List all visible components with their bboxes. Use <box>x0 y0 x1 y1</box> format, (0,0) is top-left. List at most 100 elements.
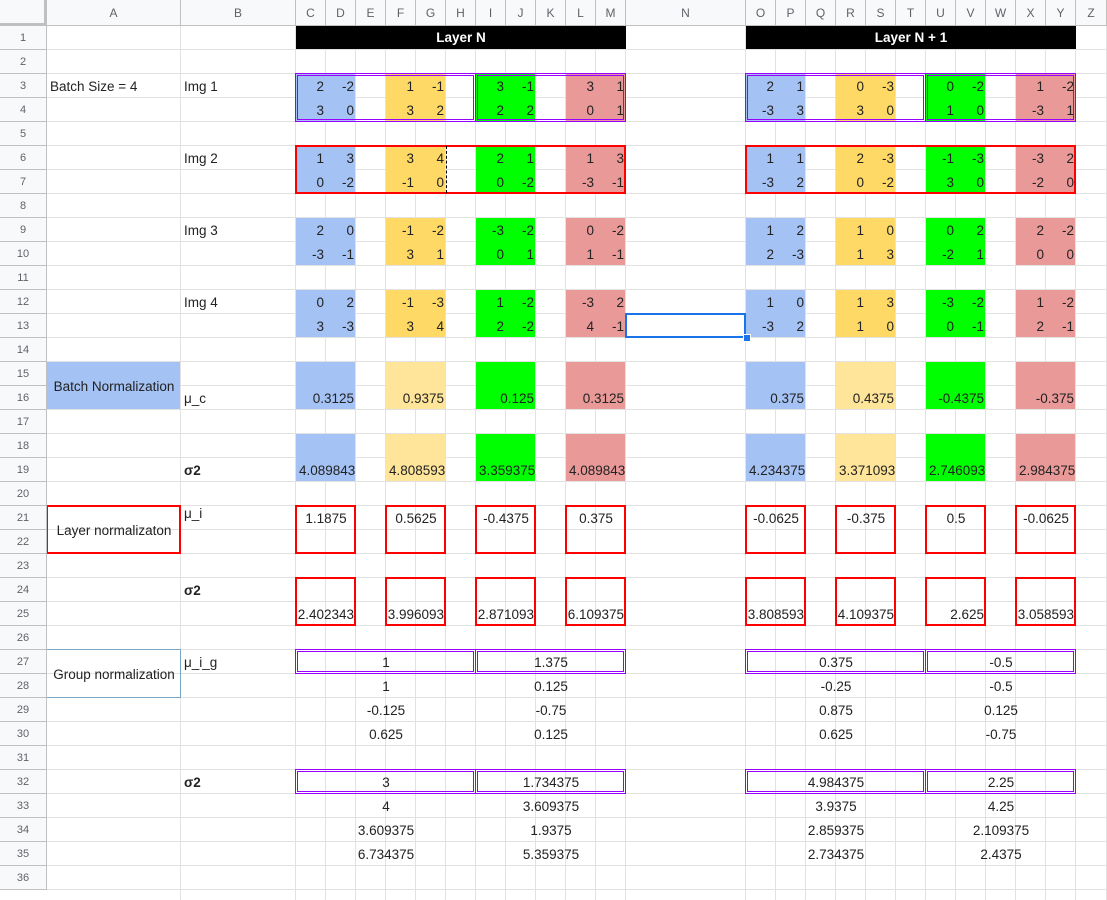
matrix-cell[interactable]: -2 <box>431 222 444 238</box>
batch-norm-mu-value[interactable]: 0.9375 <box>402 390 444 406</box>
layer-norm-sigma-value[interactable]: 6.109375 <box>567 606 624 622</box>
matrix-cell[interactable]: 2 <box>316 78 324 94</box>
column-header-K[interactable]: K <box>536 0 566 26</box>
row-header-35[interactable]: 35 <box>0 842 47 866</box>
row-header-19[interactable]: 19 <box>0 458 47 482</box>
matrix-cell[interactable]: -1 <box>521 78 534 94</box>
row-header-5[interactable]: 5 <box>0 122 47 146</box>
batch-norm-sigma-value[interactable]: 2.984375 <box>1019 462 1076 478</box>
matrix-cell[interactable]: -2 <box>941 246 954 262</box>
matrix-cell[interactable]: 2 <box>496 102 504 118</box>
batch-norm-mu-value[interactable]: -0.375 <box>1035 390 1074 406</box>
matrix-cell[interactable]: 0 <box>796 294 804 310</box>
matrix-cell[interactable]: 4 <box>436 318 444 334</box>
sigma2-label[interactable]: σ2 <box>184 462 201 478</box>
column-header-B[interactable]: B <box>181 0 296 26</box>
matrix-cell[interactable]: 2 <box>766 246 774 262</box>
group-mu-value[interactable]: 0.125 <box>984 702 1018 718</box>
matrix-cell[interactable]: 2 <box>526 102 534 118</box>
column-header-Z[interactable]: Z <box>1076 0 1107 26</box>
batch-norm-sigma-value[interactable]: 3.371093 <box>839 462 896 478</box>
matrix-cell[interactable]: 2 <box>766 78 774 94</box>
layer-norm-mu-value[interactable]: 0.5625 <box>395 510 437 526</box>
batch-norm-sigma-value[interactable]: 2.746093 <box>929 462 986 478</box>
row-header-3[interactable]: 3 <box>0 74 47 98</box>
matrix-cell[interactable]: 3 <box>346 150 354 166</box>
matrix-cell[interactable]: -2 <box>1061 222 1074 238</box>
batch-norm-sigma-value[interactable]: 4.234375 <box>749 462 806 478</box>
layer-norm-mu-value[interactable]: 0.375 <box>579 510 613 526</box>
matrix-cell[interactable]: 2 <box>796 174 804 190</box>
layer-norm-mu-value[interactable]: -0.375 <box>846 510 886 526</box>
batch-norm-sigma-value[interactable]: 3.359375 <box>479 462 536 478</box>
group-norm-label[interactable]: Group normalization <box>53 666 175 682</box>
matrix-cell[interactable]: 2 <box>976 222 984 238</box>
group-sigma-value[interactable]: 1.734375 <box>522 774 580 790</box>
matrix-cell[interactable]: 1 <box>1036 78 1044 94</box>
matrix-cell[interactable]: 3 <box>316 318 324 334</box>
group-sigma-value[interactable]: 2.25 <box>987 774 1015 790</box>
matrix-cell[interactable]: -3 <box>761 102 774 118</box>
matrix-cell[interactable]: 2 <box>436 102 444 118</box>
matrix-cell[interactable]: -1 <box>971 318 984 334</box>
column-header-I[interactable]: I <box>476 0 506 26</box>
batch-norm-sigma-value[interactable]: 4.808593 <box>389 462 446 478</box>
matrix-cell[interactable]: 1 <box>946 102 954 118</box>
batch-norm-sigma-value[interactable]: 4.089843 <box>299 462 356 478</box>
matrix-cell[interactable]: 1 <box>796 150 804 166</box>
matrix-cell[interactable]: 1 <box>526 150 534 166</box>
image-label[interactable]: Img 4 <box>184 294 218 310</box>
group-sigma-value[interactable]: 4 <box>382 798 390 814</box>
matrix-cell[interactable]: 0 <box>856 78 864 94</box>
group-mu-value[interactable]: 0.625 <box>369 726 403 742</box>
row-header-36[interactable]: 36 <box>0 866 47 890</box>
layer-norm-mu-value[interactable]: 0.5 <box>946 510 966 526</box>
matrix-cell[interactable]: 2 <box>796 222 804 238</box>
matrix-cell[interactable]: 1 <box>1066 102 1074 118</box>
row-header-29[interactable]: 29 <box>0 698 47 722</box>
column-header-M[interactable]: M <box>596 0 626 26</box>
batch-norm-mu-value[interactable]: -0.4375 <box>938 390 984 406</box>
matrix-cell[interactable]: 0 <box>346 102 354 118</box>
image-label[interactable]: Img 1 <box>184 78 218 94</box>
row-header-33[interactable]: 33 <box>0 794 47 818</box>
column-header-Q[interactable]: Q <box>806 0 836 26</box>
column-header-P[interactable]: P <box>776 0 806 26</box>
row-header-7[interactable]: 7 <box>0 170 47 194</box>
matrix-cell[interactable]: -2 <box>521 294 534 310</box>
matrix-cell[interactable]: 0 <box>496 246 504 262</box>
column-header-D[interactable]: D <box>326 0 356 26</box>
matrix-cell[interactable]: -3 <box>581 174 594 190</box>
layer-norm-label[interactable]: Layer normalizaton <box>56 522 172 538</box>
matrix-cell[interactable]: -3 <box>1031 150 1044 166</box>
layer-norm-sigma-value[interactable]: 2.625 <box>950 606 984 622</box>
row-header-1[interactable]: 1 <box>0 26 47 50</box>
layer-norm-mu-value[interactable]: -0.4375 <box>483 510 529 526</box>
group-mu-value[interactable]: -0.75 <box>985 726 1017 742</box>
layer-norm-mu-value[interactable]: -0.0625 <box>753 510 799 526</box>
group-sigma-value[interactable]: 4.25 <box>987 798 1015 814</box>
row-header-30[interactable]: 30 <box>0 722 47 746</box>
matrix-cell[interactable]: 2 <box>316 222 324 238</box>
matrix-cell[interactable]: 3 <box>406 102 414 118</box>
matrix-cell[interactable]: -3 <box>881 150 894 166</box>
matrix-cell[interactable]: 0 <box>346 222 354 238</box>
matrix-cell[interactable]: 2 <box>1066 150 1074 166</box>
matrix-cell[interactable]: 1 <box>856 222 864 238</box>
group-sigma-value[interactable]: 1.9375 <box>530 822 572 838</box>
matrix-cell[interactable]: 1 <box>766 294 774 310</box>
matrix-cell[interactable]: 1 <box>586 246 594 262</box>
matrix-cell[interactable]: 0 <box>586 102 594 118</box>
batch-size-label[interactable]: Batch Size = 4 <box>50 78 138 94</box>
group-mu-value[interactable]: 1.375 <box>534 654 568 670</box>
matrix-cell[interactable]: -1 <box>401 222 414 238</box>
matrix-cell[interactable]: 1 <box>526 246 534 262</box>
layer-norm-mu-value[interactable]: -0.0625 <box>1023 510 1069 526</box>
group-sigma-value[interactable]: 3.9375 <box>815 798 857 814</box>
matrix-cell[interactable]: 0 <box>976 102 984 118</box>
group-mu-value[interactable]: 0.375 <box>819 654 853 670</box>
matrix-cell[interactable]: 0 <box>946 78 954 94</box>
matrix-cell[interactable]: 0 <box>946 222 954 238</box>
matrix-cell[interactable]: -1 <box>1061 318 1074 334</box>
matrix-cell[interactable]: 1 <box>406 78 414 94</box>
